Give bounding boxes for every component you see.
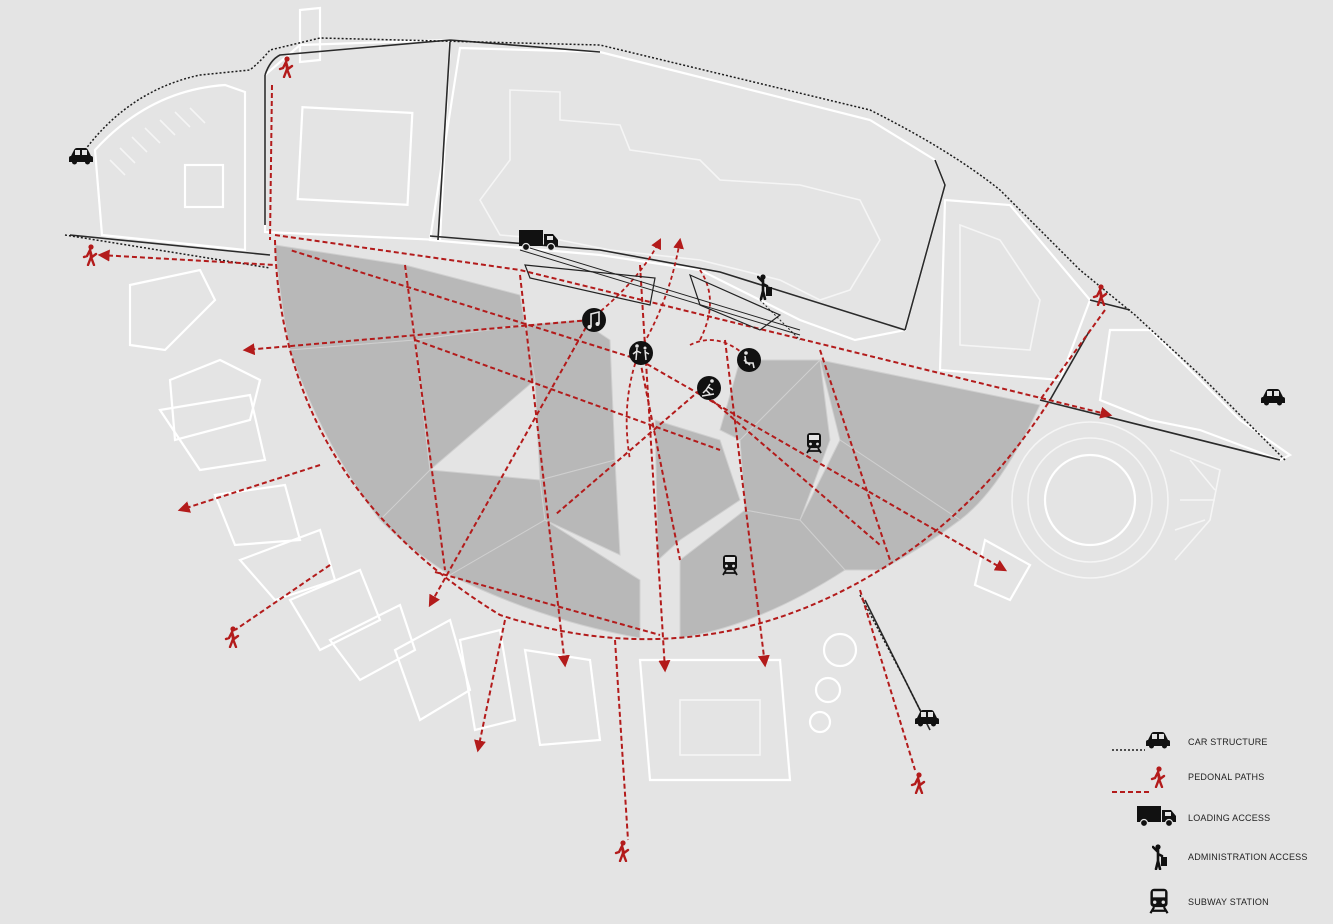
pedestrian-icon xyxy=(1150,766,1166,788)
map-icons xyxy=(69,56,1285,862)
legend-car-structure: CAR STRUCTURE xyxy=(1112,732,1268,751)
pedestrian-icon xyxy=(614,840,630,862)
access-ramps xyxy=(519,244,801,341)
loading-truck-icon xyxy=(518,229,559,252)
city-blocks xyxy=(93,6,1293,782)
subway-icon xyxy=(1149,887,1169,915)
legend-pedonal-paths: PEDONAL PATHS xyxy=(1112,766,1264,793)
legend-label-subway-station: SUBWAY STATION xyxy=(1188,897,1269,907)
legend-subway-station: SUBWAY STATION xyxy=(1149,887,1269,915)
car-icon xyxy=(69,148,93,165)
legend-label-loading-access: LOADING ACCESS xyxy=(1188,813,1270,823)
car-icon xyxy=(1146,732,1170,749)
legend-administration-access: ADMINISTRATION ACCESS xyxy=(1152,844,1308,870)
legend-label-pedonal-paths: PEDONAL PATHS xyxy=(1188,772,1264,782)
skate-icon xyxy=(697,376,721,400)
pedestrian-paths xyxy=(97,84,1113,841)
roads xyxy=(69,39,1281,731)
legend: CAR STRUCTURE PEDONAL PATHS LOADING ACCE… xyxy=(1112,732,1308,915)
site-zones xyxy=(274,244,1041,639)
music-icon xyxy=(582,308,606,332)
pedestrian-icon xyxy=(910,772,926,794)
family-icon xyxy=(629,341,653,365)
loading-truck-icon xyxy=(1136,805,1177,828)
legend-loading-access: LOADING ACCESS xyxy=(1136,805,1270,828)
legend-label-administration-access: ADMINISTRATION ACCESS xyxy=(1188,852,1308,862)
seated-icon xyxy=(737,348,761,372)
legend-label-car-structure: CAR STRUCTURE xyxy=(1188,737,1268,747)
administration-icon xyxy=(1152,844,1168,870)
car-icon xyxy=(1261,389,1285,406)
pedestrian-icon xyxy=(82,244,98,266)
